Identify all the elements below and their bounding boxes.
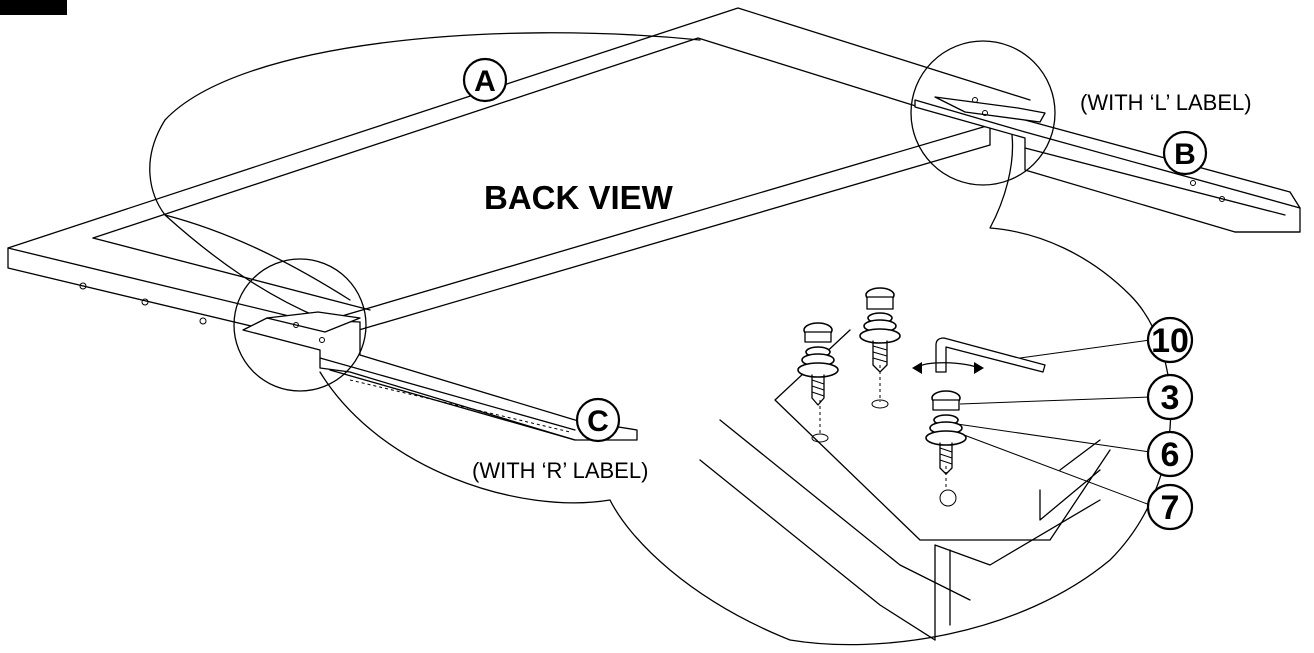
allen-key — [912, 337, 1046, 374]
callout-7: 7 — [1146, 483, 1194, 531]
label-b-text: B — [1174, 138, 1196, 171]
label-c-text: C — [587, 405, 609, 438]
magnifier-bubble-outline — [149, 32, 1172, 646]
callout-6-text: 6 — [1161, 436, 1180, 474]
callout-3: 3 — [1146, 373, 1194, 421]
bolt-left — [797, 322, 839, 406]
leader-lines — [956, 339, 1151, 506]
label-b: B — [1162, 130, 1208, 176]
bolt-middle — [859, 287, 901, 373]
zoom-circle-right — [910, 40, 1056, 186]
detail-view — [699, 329, 1111, 641]
back-view-title: BACK VIEW — [484, 179, 674, 216]
rail-hole — [141, 298, 149, 306]
rail-hole — [199, 317, 207, 325]
rail-b — [914, 96, 1301, 233]
rail-hole — [79, 282, 87, 290]
label-a-text: A — [474, 65, 496, 98]
corner-black-block — [0, 0, 67, 15]
callout-3-text: 3 — [1161, 379, 1180, 417]
note-b: (WITH ‘L’ LABEL) — [1080, 90, 1252, 115]
zoom-circle-left — [233, 258, 367, 392]
callout-7-text: 7 — [1161, 489, 1180, 527]
label-c: C — [575, 397, 621, 443]
note-c: (WITH ‘R’ LABEL) — [472, 458, 648, 483]
rail-c — [242, 311, 638, 441]
callout-10-text: 10 — [1151, 322, 1189, 360]
callout-6: 6 — [1146, 430, 1194, 478]
panel-a — [7, 7, 1031, 343]
callout-10: 10 — [1146, 316, 1194, 364]
label-a: A — [462, 57, 508, 103]
bolt-right — [925, 390, 967, 475]
